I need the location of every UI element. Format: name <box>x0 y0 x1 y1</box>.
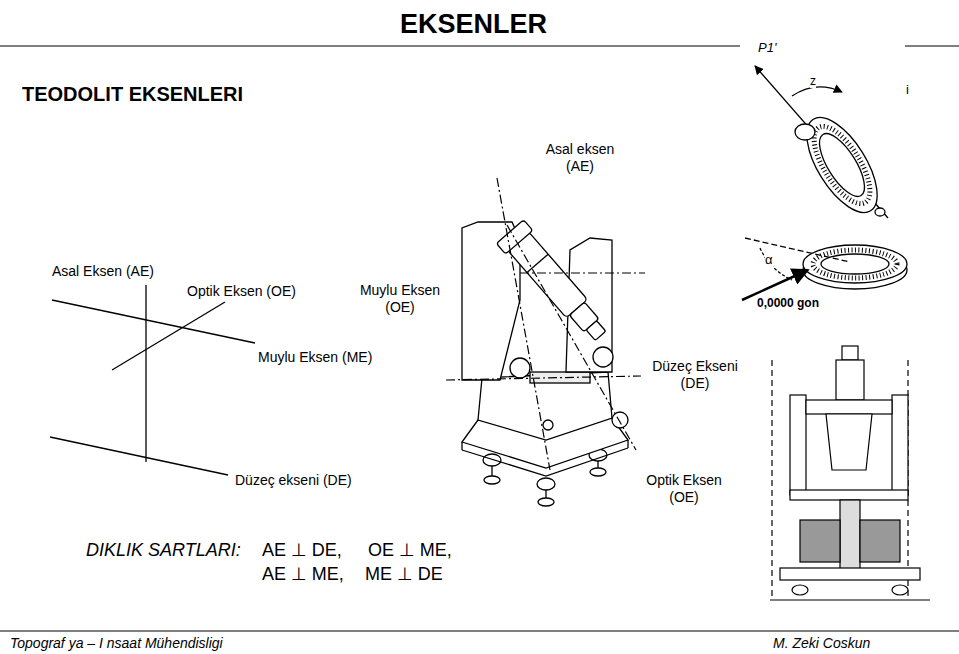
drawing-ellipse <box>537 478 555 490</box>
drawing-line <box>627 440 628 448</box>
drawing-polyline <box>462 448 628 476</box>
drawing-ellipse <box>484 476 500 484</box>
drawing-path <box>792 87 842 96</box>
condition: ME ⊥ DE <box>365 564 443 586</box>
drawing-ellipse <box>875 208 885 216</box>
drawing-line <box>0 630 959 631</box>
drawing-line <box>446 376 641 380</box>
axis-label: Muylu Eksen (OE) <box>352 282 448 316</box>
drawing-rect <box>836 360 864 400</box>
slide-title: EKSENLER <box>400 8 547 40</box>
axis-label: Optik Eksen (OE) <box>638 472 730 506</box>
drawing-rect <box>860 520 900 562</box>
drawing-ellipse <box>803 245 907 283</box>
footer-text: M. Zeki Coskun <box>773 635 870 652</box>
drawing-rect <box>892 395 908 495</box>
drawing-ellipse <box>483 454 501 466</box>
axis-label: Muylu Eksen (ME) <box>258 349 372 366</box>
condition: AE ⊥ ME, <box>262 564 344 586</box>
rule-lines <box>0 46 959 631</box>
drawing-circle <box>510 358 530 378</box>
drawing-ellipse <box>793 106 891 223</box>
drawing-circle <box>612 412 628 428</box>
cross-section <box>770 346 930 600</box>
drawing-line <box>112 302 225 370</box>
drawing-line <box>527 254 548 272</box>
drawing-rect <box>800 520 840 562</box>
condition: OE ⊥ ME, <box>368 540 452 562</box>
axis-label: Asal Eksen (AE) <box>52 263 154 280</box>
drawing-rect <box>842 346 858 360</box>
drawing-rect <box>790 490 908 500</box>
drawing-rect <box>586 321 606 341</box>
drawing-ellipse <box>538 498 554 506</box>
drawing-rect <box>790 395 806 495</box>
drawing-rect <box>496 220 532 254</box>
drawing-circle <box>593 347 613 367</box>
circles-sketch <box>742 66 907 300</box>
drawing-rect <box>780 568 920 580</box>
axis-label: Optik Eksen (OE) <box>187 283 296 300</box>
drawing-ellipse <box>811 127 873 203</box>
angle-label: α <box>765 252 773 268</box>
drawing-line <box>50 437 228 475</box>
point-label: P1' <box>758 40 776 56</box>
drawing-line <box>507 225 636 450</box>
drawing-ellipse <box>813 250 897 278</box>
axis-label: Düzeç Ekseni (DE) <box>643 358 747 392</box>
drawing-polygon <box>478 372 612 440</box>
drawing-polygon <box>462 418 628 468</box>
drawing-ellipse <box>792 585 808 595</box>
drawing-line <box>0 45 740 46</box>
drawing-ellipse <box>590 468 606 476</box>
drawing-line <box>145 285 146 462</box>
drawing-line <box>770 599 930 600</box>
section-heading: TEODOLIT EKSENLERI <box>22 82 243 106</box>
footer-text: Topograf ya – I nsaat Mühendisligi <box>10 635 223 652</box>
drawing-path <box>760 248 792 280</box>
drawing-line <box>771 360 772 600</box>
condition: AE ⊥ DE, <box>262 540 342 562</box>
drawing-polygon <box>826 414 872 470</box>
instrument-axes <box>446 178 645 470</box>
reading-label: 0,0000 gon <box>757 296 819 310</box>
condition-heading: DIKLIK SARTLARI: <box>86 540 241 562</box>
drawing-rect <box>507 232 587 318</box>
fragment-label: i <box>906 82 909 98</box>
drawing-line <box>461 442 462 450</box>
drawing-line <box>497 178 550 470</box>
theodolite-figure <box>462 220 628 506</box>
drawing-line <box>520 272 645 273</box>
drawing-g <box>496 220 614 348</box>
drawing-circle <box>543 420 553 430</box>
drawing-rect <box>840 500 860 570</box>
drawing-line <box>905 45 959 46</box>
drawing-rect <box>806 400 892 414</box>
drawing-ellipse <box>821 254 889 274</box>
drawing-ellipse <box>795 124 815 140</box>
axis-label: Asal eksen (AE) <box>535 141 625 175</box>
drawing-line <box>52 300 255 343</box>
angle-label: z <box>810 74 816 88</box>
axis-schematic <box>50 285 255 475</box>
drawing-ellipse <box>892 585 908 595</box>
axis-label: Düzeç ekseni (DE) <box>235 472 352 489</box>
